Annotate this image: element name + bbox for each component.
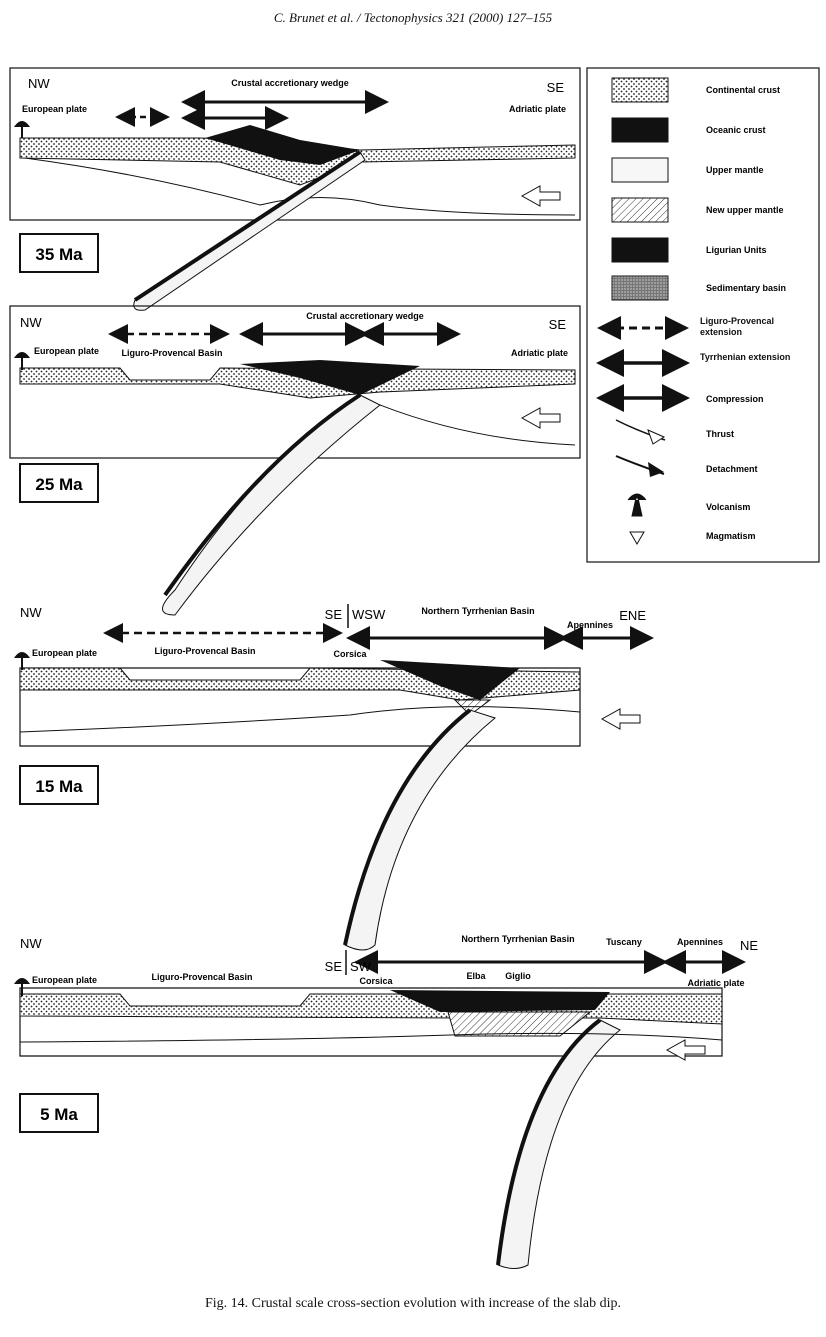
apennines-label: Apennines (567, 620, 613, 630)
legend-label-volcanism: Volcanism (706, 502, 750, 512)
continental-crust-swatch (612, 78, 668, 102)
age-label: 25 Ma (35, 475, 83, 494)
direction-mid: WSW (352, 607, 386, 622)
panel-25ma: 25 Ma NW SE Crustal accretionary wedge E… (10, 306, 580, 615)
legend-label-ligurian-units: Ligurian Units (706, 245, 767, 255)
legend-label-liguro-provencal: Liguro-Provencal extension (700, 316, 815, 338)
ligurian-units-swatch (612, 238, 668, 262)
direction-right: ENE (619, 608, 646, 623)
adriatic-plate-label: Adriatic plate (511, 348, 568, 358)
legend-label-magmatism: Magmatism (706, 531, 756, 541)
direction-left: NW (28, 76, 50, 91)
legend-label-oceanic-crust: Oceanic crust (706, 125, 766, 135)
tyrrhenian-basin-label: Northern Tyrrhenian Basin (461, 934, 574, 944)
direction-left: NW (20, 936, 42, 951)
new-upper-mantle-swatch (612, 198, 668, 222)
corsica-label: Corsica (359, 976, 393, 986)
european-plate-label: European plate (22, 104, 87, 114)
age-label: 35 Ma (35, 245, 83, 264)
legend-label-sedimentary-basin: Sedimentary basin (706, 283, 786, 293)
european-plate-label: European plate (32, 975, 97, 985)
legend-label-new-upper-mantle: New upper mantle (706, 205, 784, 215)
direction-mid-se: SE (325, 959, 343, 974)
basin-label: Liguro-Provencal Basin (151, 972, 252, 982)
giglio-label: Giglio (505, 971, 531, 981)
legend-label-upper-mantle: Upper mantle (706, 165, 764, 175)
adriatic-plate-label: Adriatic plate (509, 104, 566, 114)
european-plate-label: European plate (32, 648, 97, 658)
cross-section-figure: 35 Ma NW SE Crustal accretionary wedge E… (0, 0, 826, 1290)
adriatic-plate-label: Adriatic plate (687, 978, 744, 988)
legend-label-detachment: Detachment (706, 464, 758, 474)
direction-mid-se: SE (325, 607, 343, 622)
panel-5ma: 5 Ma NW SE SW NE European plate Liguro-P… (16, 934, 758, 1269)
elba-label: Elba (466, 971, 486, 981)
direction-right: SE (549, 317, 567, 332)
tyrrhenian-basin-label: Northern Tyrrhenian Basin (421, 606, 534, 616)
tuscany-label: Tuscany (606, 937, 642, 947)
apennines-label: Apennines (677, 937, 723, 947)
direction-left: NW (20, 315, 42, 330)
legend-label-thrust: Thrust (706, 429, 734, 439)
direction-mid: SW (350, 959, 372, 974)
panel-35ma: 35 Ma NW SE Crustal accretionary wedge E… (10, 68, 580, 310)
figure-caption: Fig. 14. Crustal scale cross-section evo… (0, 1296, 826, 1312)
basin-label: Liguro-Provencal Basin (121, 348, 222, 358)
direction-right: SE (547, 80, 565, 95)
age-label: 5 Ma (40, 1105, 78, 1124)
sedimentary-basin-swatch (612, 276, 668, 300)
panel-15ma: 15 Ma NW SE WSW ENE European plate Ligur… (16, 604, 648, 950)
european-plate-label: European plate (34, 346, 99, 356)
legend: Continental crust Oceanic crust Upper ma… (587, 68, 819, 562)
basin-label: Liguro-Provencal Basin (154, 646, 255, 656)
direction-left: NW (20, 605, 42, 620)
oceanic-crust-swatch (612, 118, 668, 142)
corsica-label: Corsica (333, 649, 367, 659)
legend-label-tyrrhenian: Tyrrhenian extension (700, 352, 815, 363)
upper-mantle-swatch (612, 158, 668, 182)
wedge-label: Crustal accretionary wedge (306, 311, 424, 321)
wedge-label: Crustal accretionary wedge (231, 78, 349, 88)
legend-label-continental-crust: Continental crust (706, 85, 780, 95)
legend-label-compression: Compression (706, 394, 764, 404)
direction-right: NE (740, 938, 758, 953)
age-label: 15 Ma (35, 777, 83, 796)
